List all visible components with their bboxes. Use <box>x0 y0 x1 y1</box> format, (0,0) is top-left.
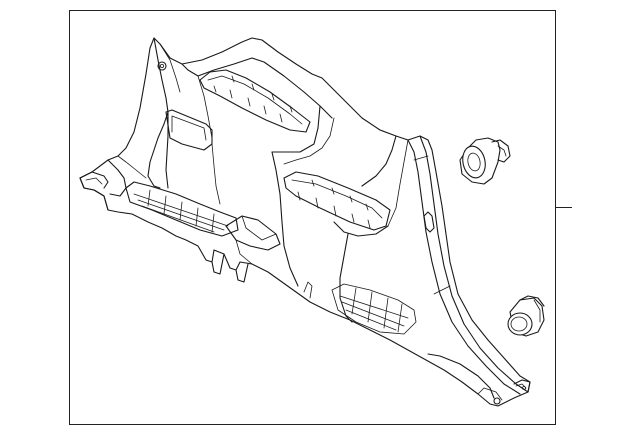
trim-panel-icon <box>79 37 531 407</box>
diagram-frame <box>69 10 556 425</box>
fastener-icon <box>507 295 545 337</box>
retainer-clip-icon <box>459 137 511 185</box>
